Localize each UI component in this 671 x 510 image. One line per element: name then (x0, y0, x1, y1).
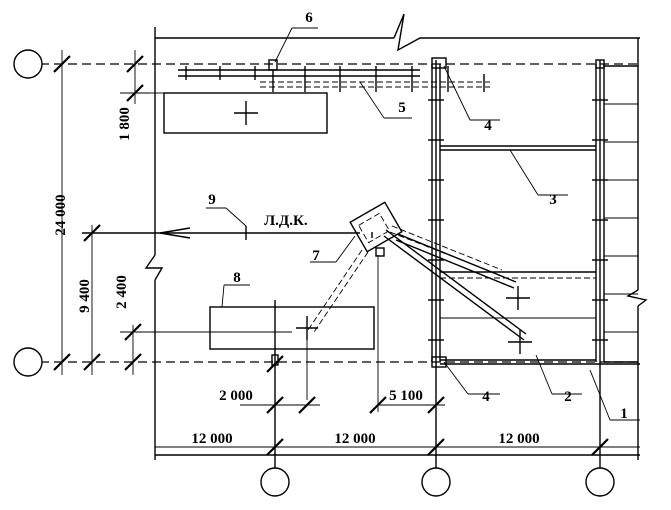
callout-2: 2 (564, 389, 572, 405)
column-base-top (431, 57, 447, 69)
callout-9: 9 (208, 192, 216, 208)
dim-1800: 1 800 (117, 107, 133, 141)
dim-2000: 2 000 (219, 388, 253, 404)
leader-lines (206, 27, 640, 421)
axis-bubble-top (13, 49, 43, 79)
axis-bubble-3 (585, 467, 615, 497)
axis-bubbles (13, 49, 615, 497)
column-base-right-top (595, 59, 605, 69)
callout-4-top: 4 (484, 118, 492, 134)
ldk-label: Л.Д.К. (264, 213, 308, 229)
callout-3: 3 (549, 192, 557, 208)
callout-8: 8 (233, 270, 241, 286)
storage-area-top (150, 92, 328, 134)
dim-bay-1: 12 000 (191, 431, 232, 447)
building-outline (144, 13, 648, 460)
right-bay-structure (428, 57, 640, 368)
crane-base (349, 201, 403, 253)
callout-4-bottom: 4 (482, 389, 490, 405)
track-stop-6 (268, 59, 278, 71)
storage-area-8 (120, 306, 375, 400)
dim-2400: 2 400 (114, 275, 130, 309)
axis-bubble-2 (421, 467, 451, 497)
callout-5: 5 (398, 100, 406, 116)
dim-bay-3: 12 000 (498, 431, 539, 447)
grid-axes (40, 60, 640, 470)
dim-9400: 9 400 (77, 279, 93, 313)
dim-5100: 5 100 (389, 388, 423, 404)
left-dimension-chain (53, 50, 150, 375)
dim-bay-2: 12 000 (334, 431, 375, 447)
ldk-line (82, 226, 360, 240)
column-base-bottom (431, 356, 447, 368)
dim-24000: 24 000 (53, 194, 69, 235)
tower-crane (307, 201, 532, 354)
bottom-dimension-chain (155, 255, 640, 456)
rail-track (178, 59, 490, 92)
callout-7: 7 (312, 248, 320, 264)
callout-6: 6 (305, 10, 313, 26)
callout-1: 1 (620, 406, 628, 422)
axis-bubble-1 (260, 467, 290, 497)
axis-bubble-bottom (13, 347, 43, 377)
